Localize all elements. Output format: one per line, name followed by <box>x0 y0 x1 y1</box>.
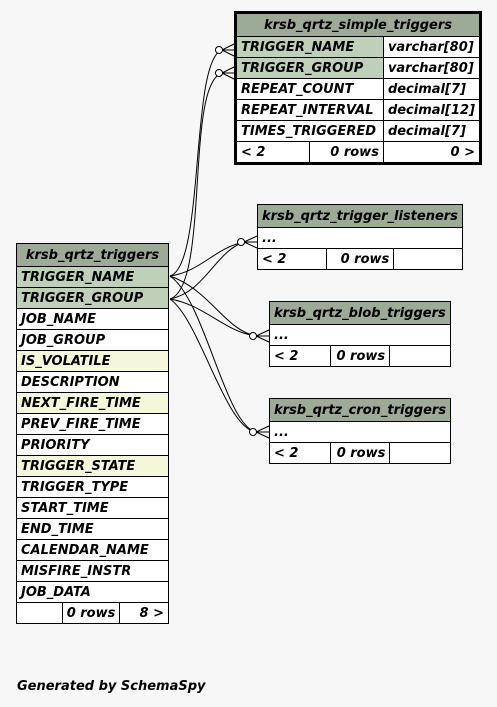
row-count: 0 rows <box>329 345 391 367</box>
column-name[interactable]: REPEAT_INTERVAL <box>236 99 384 121</box>
column-name[interactable]: IS_VOLATILE <box>16 350 169 372</box>
optional-circle-icon <box>249 332 257 340</box>
crowfoot-icon <box>221 66 235 80</box>
table-trigger-listeners[interactable]: krsb_qrtz_trigger_listeners ... < 2 0 ro… <box>257 204 463 270</box>
table-triggers[interactable]: krsb_qrtz_triggers TRIGGER_NAME TRIGGER_… <box>16 243 169 624</box>
edge-trigger-name-to-cron <box>169 275 257 433</box>
table-title[interactable]: krsb_qrtz_triggers <box>16 243 169 267</box>
table-title[interactable]: krsb_qrtz_blob_triggers <box>269 301 451 325</box>
children-count[interactable]: 0 > <box>382 141 481 163</box>
column-name[interactable]: PRIORITY <box>16 434 169 456</box>
table-simple-triggers[interactable]: krsb_qrtz_simple_triggers TRIGGER_NAME v… <box>234 11 482 165</box>
row-count: 0 rows <box>325 248 395 270</box>
optional-circle-icon <box>215 46 223 54</box>
table-cron-triggers[interactable]: krsb_qrtz_cron_triggers ... < 2 0 rows <box>268 398 452 464</box>
column-name[interactable]: TRIGGER_GROUP <box>236 57 384 79</box>
column-name[interactable]: NEXT_FIRE_TIME <box>16 392 169 414</box>
children-count <box>389 345 451 367</box>
row-count: 0 rows <box>329 442 391 464</box>
table-title[interactable]: krsb_qrtz_trigger_listeners <box>257 204 463 228</box>
optional-circle-icon <box>249 428 257 436</box>
column-name[interactable]: MISFIRE_INSTR <box>16 560 169 582</box>
parents-count[interactable]: < 2 <box>235 141 311 163</box>
crowfoot-icon <box>255 329 270 343</box>
edge-trigger-group-to-simple <box>169 72 223 300</box>
column-type: varchar[80] <box>382 36 481 58</box>
parents-count[interactable]: < 2 <box>269 345 331 367</box>
column-type: decimal[7] <box>382 120 481 142</box>
parents-count <box>16 602 63 624</box>
table-title[interactable]: krsb_qrtz_simple_triggers <box>236 13 480 37</box>
column-name[interactable]: DESCRIPTION <box>16 371 169 393</box>
column-name[interactable]: TRIGGER_GROUP <box>16 287 169 309</box>
table-title[interactable]: krsb_qrtz_cron_triggers <box>268 398 452 422</box>
column-name[interactable]: ... <box>268 421 452 443</box>
children-count <box>389 442 452 464</box>
column-name[interactable]: TRIGGER_STATE <box>16 455 169 477</box>
column-name[interactable]: PREV_FIRE_TIME <box>16 413 169 435</box>
column-name[interactable]: START_TIME <box>16 497 169 519</box>
crowfoot-icon <box>221 43 235 57</box>
generated-by-footer: Generated by SchemaSpy <box>17 679 206 694</box>
column-name[interactable]: CALENDAR_NAME <box>16 539 169 561</box>
parents-count[interactable]: < 2 <box>257 248 327 270</box>
edge-trigger-group-to-listeners <box>169 241 245 300</box>
column-name[interactable]: ... <box>269 324 451 346</box>
optional-circle-icon <box>215 69 223 77</box>
crowfoot-icon <box>255 425 270 439</box>
column-name[interactable]: TRIGGER_NAME <box>236 36 384 58</box>
children-count <box>393 248 463 270</box>
column-name[interactable]: END_TIME <box>16 518 169 540</box>
column-name[interactable]: TIMES_TRIGGERED <box>236 120 384 142</box>
column-name[interactable]: REPEAT_COUNT <box>236 78 384 100</box>
column-type: decimal[12] <box>382 99 481 121</box>
crowfoot-icon <box>243 235 258 249</box>
children-count[interactable]: 8 > <box>119 602 169 624</box>
column-type: decimal[7] <box>382 78 481 100</box>
parents-count[interactable]: < 2 <box>269 442 331 464</box>
column-name[interactable]: ... <box>257 227 463 249</box>
table-blob-triggers[interactable]: krsb_qrtz_blob_triggers ... < 2 0 rows <box>269 301 451 367</box>
column-name[interactable]: JOB_NAME <box>16 308 169 330</box>
column-name[interactable]: TRIGGER_TYPE <box>16 476 169 498</box>
column-name[interactable]: TRIGGER_NAME <box>16 266 169 288</box>
edge-trigger-name-to-blob <box>169 275 257 337</box>
edge-trigger-name-to-listeners <box>169 241 245 277</box>
column-name[interactable]: JOB_DATA <box>16 581 169 603</box>
column-name[interactable]: JOB_GROUP <box>16 329 169 351</box>
column-type: varchar[80] <box>382 57 481 79</box>
edge-trigger-group-to-cron <box>169 298 257 433</box>
row-count: 0 rows <box>309 141 384 163</box>
edge-trigger-name-to-simple <box>169 49 223 277</box>
row-count: 0 rows <box>61 602 121 624</box>
optional-circle-icon <box>237 238 245 246</box>
edge-trigger-group-to-blob <box>169 298 257 337</box>
